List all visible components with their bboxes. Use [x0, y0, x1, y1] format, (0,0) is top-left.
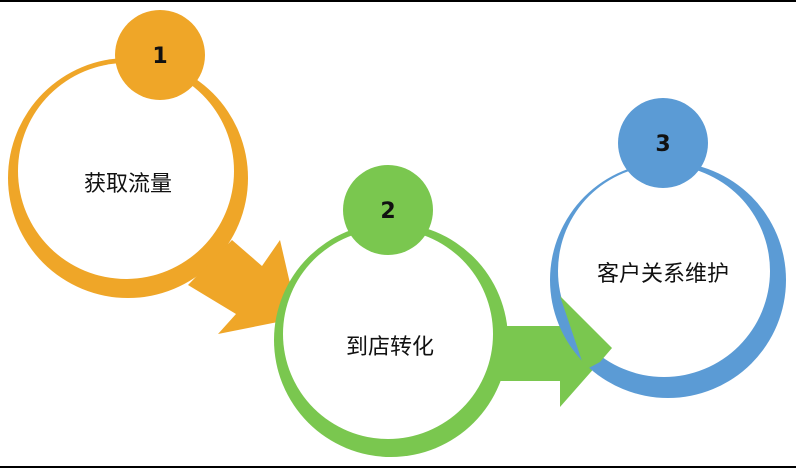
step-3: 3 客户关系维护: [550, 98, 786, 398]
step-2-badge: [343, 165, 433, 255]
step-2-inner: [283, 229, 493, 439]
arrow-2-to-3-tip: [560, 296, 612, 370]
step-2: 2 到店转化: [274, 165, 612, 457]
step-1-number: 1: [152, 44, 167, 69]
step-1-inner: [18, 63, 234, 279]
step-3-label: 客户关系维护: [597, 262, 729, 287]
step-1: 1 获取流量: [8, 10, 298, 334]
step-3-number: 3: [655, 132, 670, 157]
step-2-number: 2: [380, 199, 395, 224]
step-3-badge: [618, 98, 708, 188]
step-2-label: 到店转化: [346, 335, 434, 360]
step-1-label: 获取流量: [84, 172, 172, 197]
arrow-1-to-2: [188, 240, 298, 334]
step-3-inner: [558, 165, 770, 377]
step-1-badge: [115, 10, 205, 100]
